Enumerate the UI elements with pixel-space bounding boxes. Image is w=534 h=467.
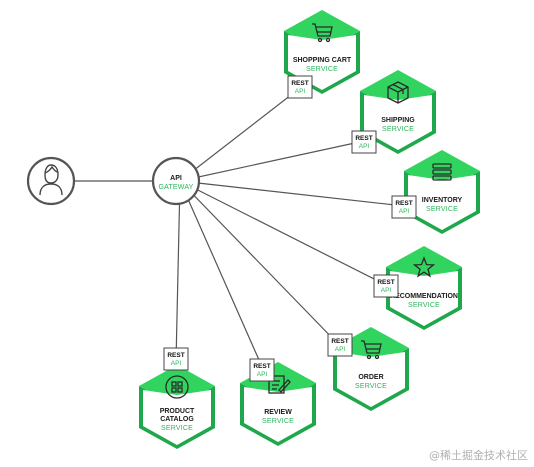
catalog-grid-icon bbox=[165, 375, 189, 399]
connector-shopping-cart bbox=[179, 87, 301, 182]
service-name-recommendation: RECOMMENDATION bbox=[390, 293, 458, 300]
service-name-product-catalog: PRODUCT bbox=[160, 408, 195, 415]
service-subtitle-review: SERVICE bbox=[262, 418, 294, 425]
connector-inventory bbox=[179, 180, 405, 207]
api-label: API bbox=[257, 371, 268, 378]
connector-shipping bbox=[179, 140, 365, 182]
service-subtitle-product-catalog: SERVICE bbox=[161, 425, 193, 432]
stack-icon bbox=[432, 163, 452, 181]
rest-label: REST bbox=[291, 80, 308, 87]
user-icon bbox=[39, 164, 63, 196]
service-node-order: ORDER SERVICE bbox=[333, 327, 409, 411]
connector-review bbox=[179, 180, 264, 370]
review-edit-icon bbox=[268, 375, 291, 394]
api-label: API bbox=[381, 287, 392, 294]
service-subtitle-shopping-cart: SERVICE bbox=[306, 66, 338, 73]
hexagon-label-panel bbox=[390, 271, 458, 326]
service-name-review: REVIEW bbox=[264, 409, 292, 416]
service-node-inventory: INVENTORY SERVICE bbox=[404, 150, 480, 234]
user-node bbox=[26, 156, 76, 206]
gateway-label-line1: API bbox=[170, 175, 182, 182]
api-label: API bbox=[335, 346, 346, 353]
service-node-shipping: SHIPPING SERVICE bbox=[360, 70, 436, 154]
rest-label: REST bbox=[253, 363, 270, 370]
api-label: API bbox=[399, 208, 410, 215]
connector-order bbox=[179, 180, 341, 347]
service-subtitle-order: SERVICE bbox=[355, 383, 387, 390]
shopping-cart-icon bbox=[312, 23, 333, 43]
gateway-label-line2: GATEWAY bbox=[158, 184, 193, 191]
rest-label: REST bbox=[331, 338, 348, 345]
rest-label: REST bbox=[167, 352, 184, 359]
service-name-order: ORDER bbox=[358, 374, 383, 381]
rest-label: REST bbox=[377, 279, 394, 286]
package-box-icon bbox=[387, 81, 409, 104]
rest-label: REST bbox=[355, 135, 372, 142]
service-name-shipping: SHIPPING bbox=[381, 117, 415, 124]
service-name-inventory: INVENTORY bbox=[422, 197, 463, 204]
service-subtitle-shipping: SERVICE bbox=[382, 126, 414, 133]
connector-recommendation bbox=[179, 180, 387, 286]
hexagon-label-panel bbox=[244, 387, 312, 442]
service-subtitle-recommendation: SERVICE bbox=[408, 302, 440, 309]
service-name-shopping-cart: SHOPPING CART bbox=[293, 57, 352, 64]
api-label: API bbox=[359, 143, 370, 150]
api-label: API bbox=[295, 88, 306, 95]
shopping-cart-icon bbox=[361, 340, 382, 360]
hexagon-label-panel bbox=[337, 352, 405, 407]
star-icon bbox=[412, 256, 436, 278]
connector-product-catalog bbox=[175, 180, 181, 363]
hexagon-label-panel bbox=[408, 175, 476, 230]
service-subtitle-inventory: SERVICE bbox=[426, 206, 458, 213]
api-label: API bbox=[171, 360, 182, 367]
rest-label: REST bbox=[395, 200, 412, 207]
watermark: @稀土掘金技术社区 bbox=[429, 449, 528, 462]
connection-lines bbox=[74, 87, 405, 370]
api-gateway-node: API GATEWAY bbox=[151, 156, 201, 206]
service-node-recommendation: RECOMMENDATION SERVICE bbox=[386, 246, 462, 330]
service-name-product-catalog: CATALOG bbox=[160, 416, 194, 423]
hexagon-label-panel bbox=[143, 390, 211, 445]
hexagon-label-panel bbox=[364, 95, 432, 150]
